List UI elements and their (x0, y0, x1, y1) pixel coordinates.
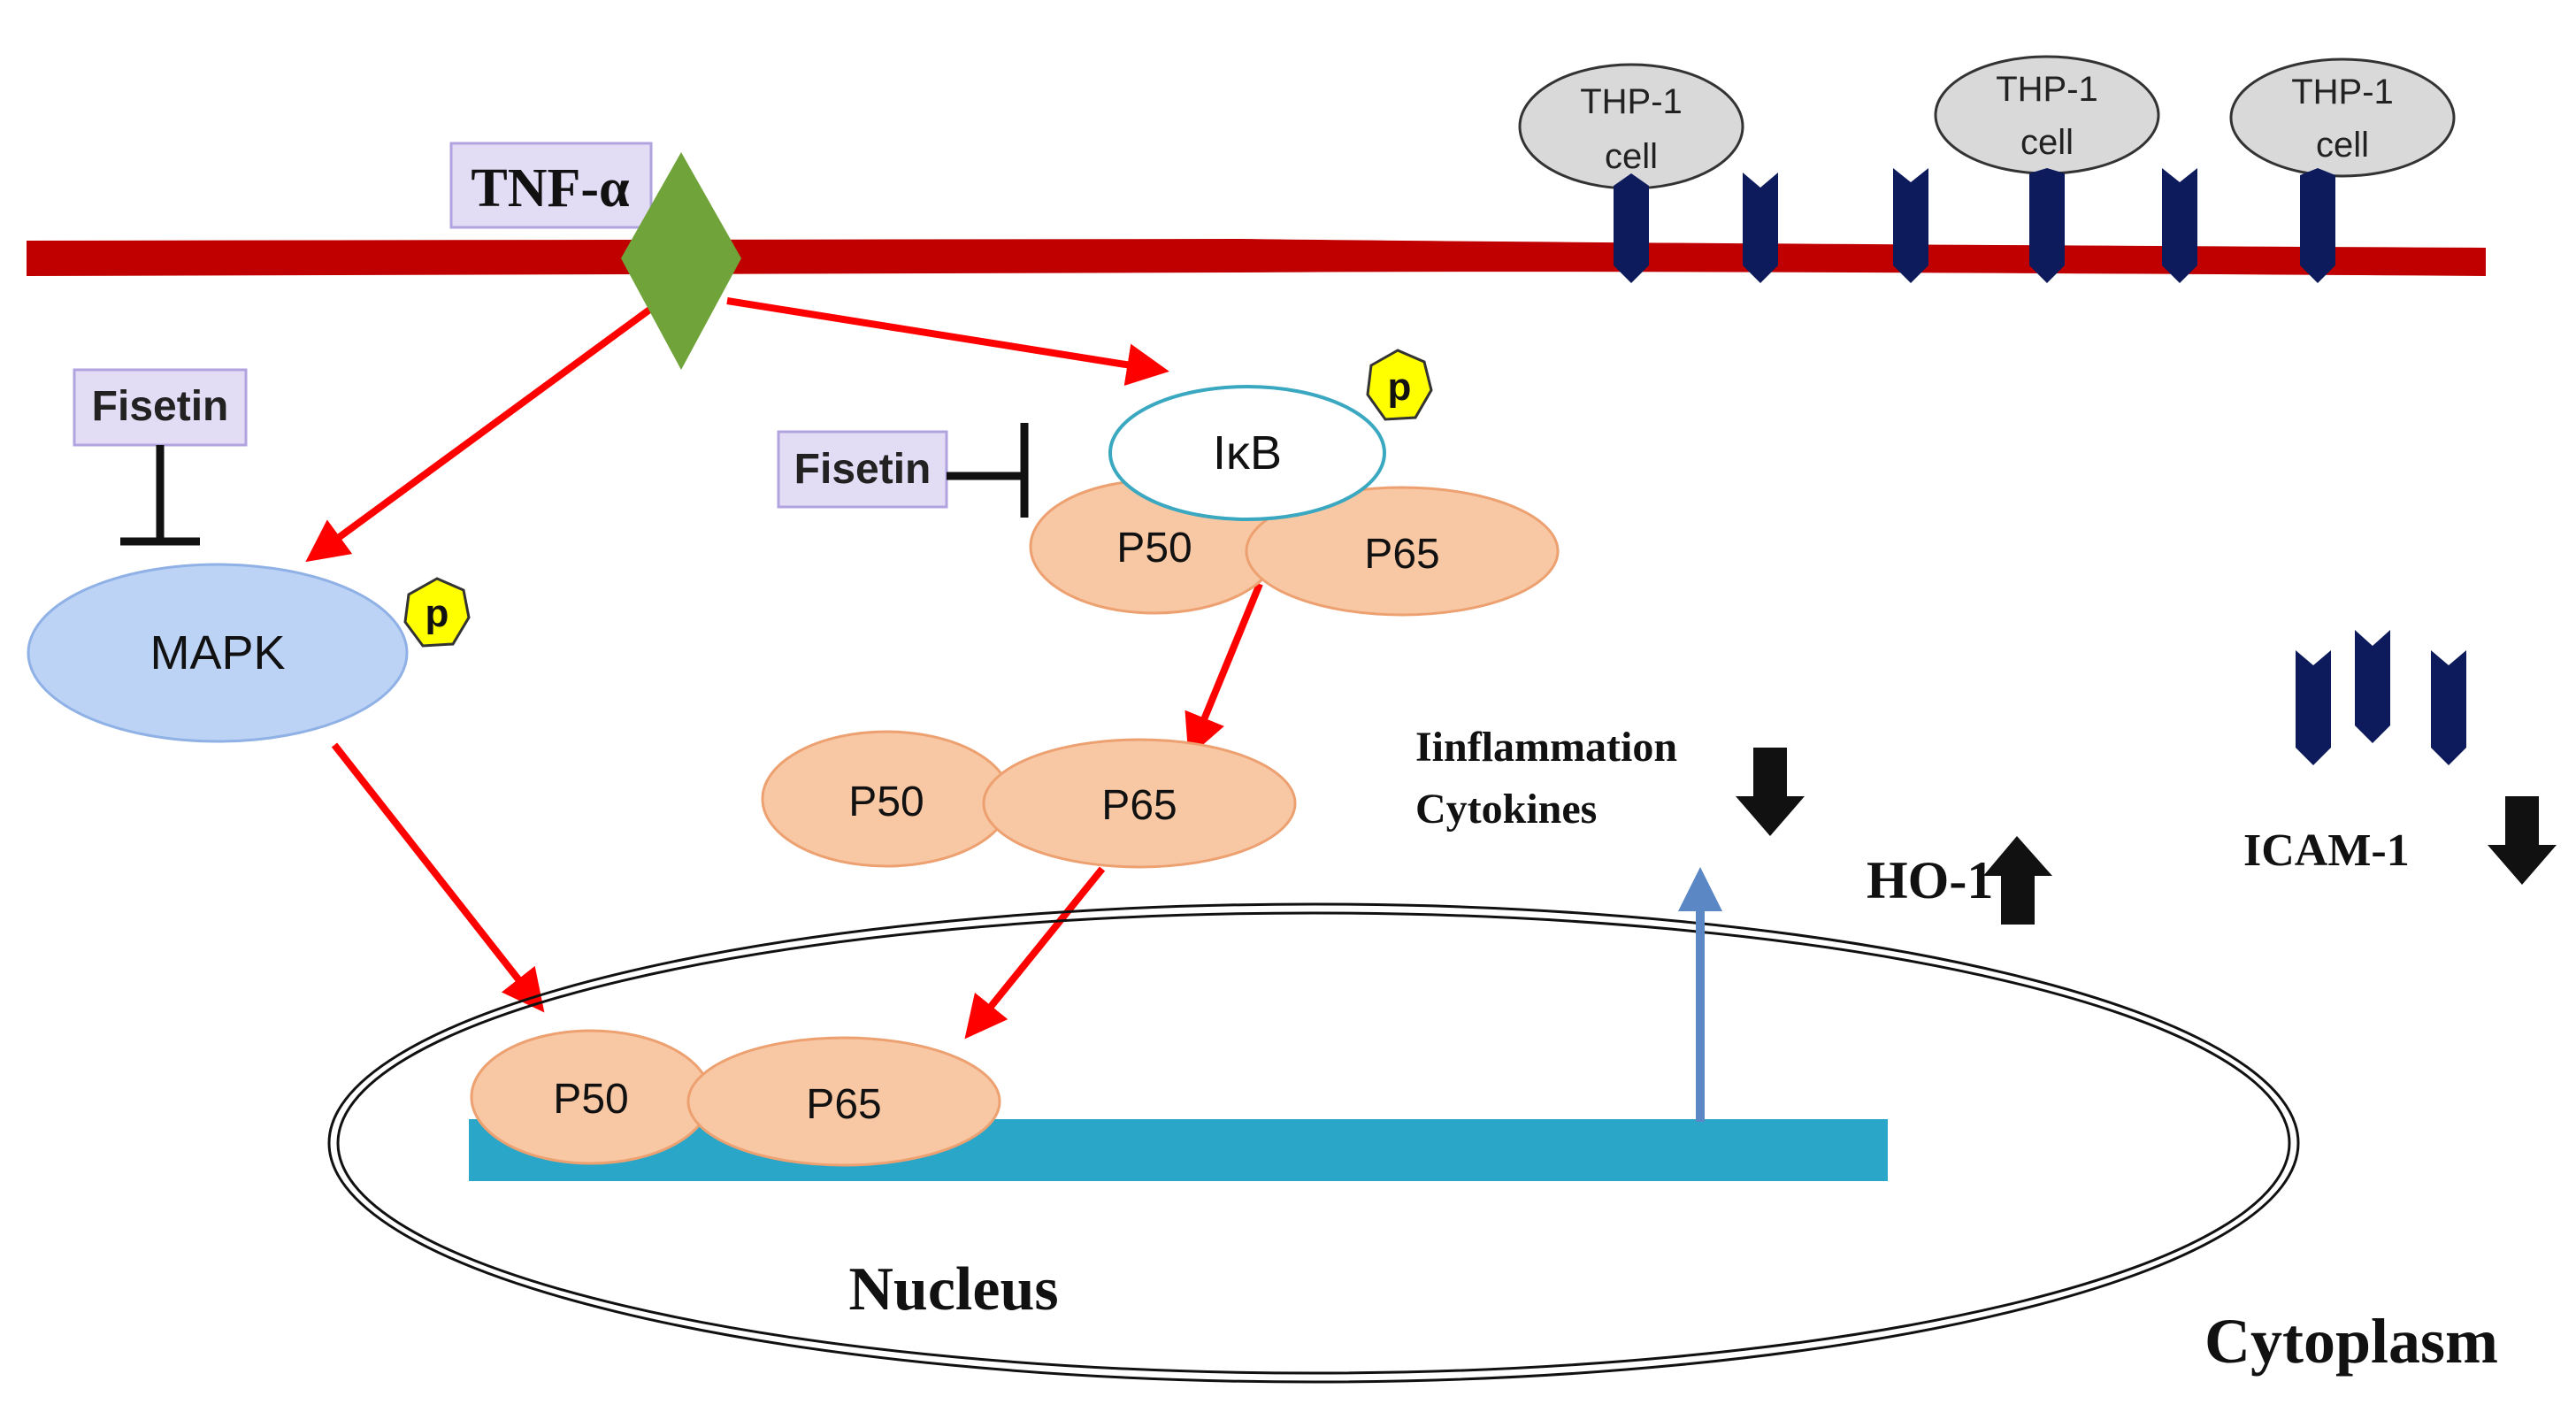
icam1-receptor-2 (2355, 630, 2390, 743)
p50-middle-label: P50 (848, 779, 924, 825)
down-arrow-inflammation-icon (1736, 748, 1805, 836)
nfkb-nuclear: P50 P65 (470, 1029, 1001, 1167)
inhibition-fisetin-ikb (947, 423, 1029, 518)
fisetin-center: Fisetin (777, 430, 948, 509)
mapk: MAPK (27, 563, 409, 743)
thp1-cell-3: THP-1 cell (2229, 58, 2456, 178)
phospho-mapk: p (403, 577, 471, 648)
receptor-4 (2029, 168, 2065, 283)
thp1-cell-1-line2: cell (1605, 137, 1658, 176)
thp1-cell-2: THP-1 cell (1934, 55, 2160, 175)
signaling-arrows (305, 297, 1263, 1040)
receptor-6 (2300, 168, 2335, 283)
arrow-mapk-to-nucleus (331, 742, 545, 1013)
thp1-cell-2-line1: THP-1 (1996, 70, 2098, 109)
thp1-cell-3-line2: cell (2316, 126, 2369, 165)
p50-upper-label: P50 (1116, 525, 1192, 572)
receptor-3 (1893, 168, 1928, 283)
thp1-cell-2-line2: cell (2020, 123, 2074, 162)
nucleus-label: Nucleus (848, 1255, 1058, 1324)
phospho-ikb: p (1366, 349, 1433, 421)
ikb-label: IκB (1213, 426, 1282, 480)
down-arrow-icam1-icon (2488, 796, 2557, 885)
inflammation-line2: Cytokines (1415, 786, 1597, 833)
nfkb-free: P50 P65 (761, 730, 1297, 869)
inflammation-line1: Iinflammation (1415, 724, 1677, 771)
fisetin-left: Fisetin (73, 368, 248, 447)
fisetin-center-label: Fisetin (794, 446, 932, 493)
p65-upper-label: P65 (1364, 531, 1439, 578)
up-arrow-ho1-icon (1983, 836, 2052, 925)
cell-membrane (27, 239, 2486, 276)
nfkb-ikb-complex: P50 P65 IκB (1029, 385, 1560, 617)
arrow-complex-to-free (1184, 582, 1263, 758)
arrow-tnf-to-mapk (305, 297, 664, 563)
icam1-receptors (2296, 630, 2466, 765)
thp1-cell-1: THP-1 cell (1518, 63, 1744, 190)
tnf-receptor-diamond (621, 152, 741, 370)
p50-nuclear-label: P50 (553, 1076, 628, 1123)
receptor-1 (1614, 173, 1649, 283)
inflammation-cytokines: Iinflammation Cytokines (1415, 724, 1677, 833)
membrane-receptors (1614, 168, 2335, 283)
icam1-receptor-3 (2431, 650, 2466, 765)
icam1-label: ICAM-1 (2243, 825, 2410, 876)
tnf-label: TNF-α (471, 158, 629, 219)
thp1-cell-1-line1: THP-1 (1580, 82, 1683, 121)
receptor-2 (1743, 173, 1778, 283)
phospho-mapk-label: p (426, 592, 449, 635)
phospho-ikb-label: p (1388, 365, 1412, 409)
arrow-free-to-nucleus (964, 866, 1106, 1040)
p65-middle-label: P65 (1101, 782, 1177, 829)
cytoplasm-label: Cytoplasm (2204, 1306, 2498, 1377)
nucleus: Nucleus (327, 902, 2300, 1384)
icam1-receptor-1 (2296, 650, 2331, 765)
mapk-label: MAPK (150, 626, 285, 679)
arrow-tnf-to-ikb (726, 297, 1169, 387)
tnf-alpha: TNF-α (449, 142, 653, 229)
p65-nuclear-label: P65 (806, 1081, 881, 1128)
fisetin-left-label: Fisetin (92, 383, 229, 430)
receptor-5 (2162, 168, 2197, 283)
inhibition-fisetin-mapk (120, 445, 200, 546)
thp1-cell-3-line1: THP-1 (2291, 73, 2394, 111)
ho1-label: HO-1 (1867, 851, 1993, 909)
